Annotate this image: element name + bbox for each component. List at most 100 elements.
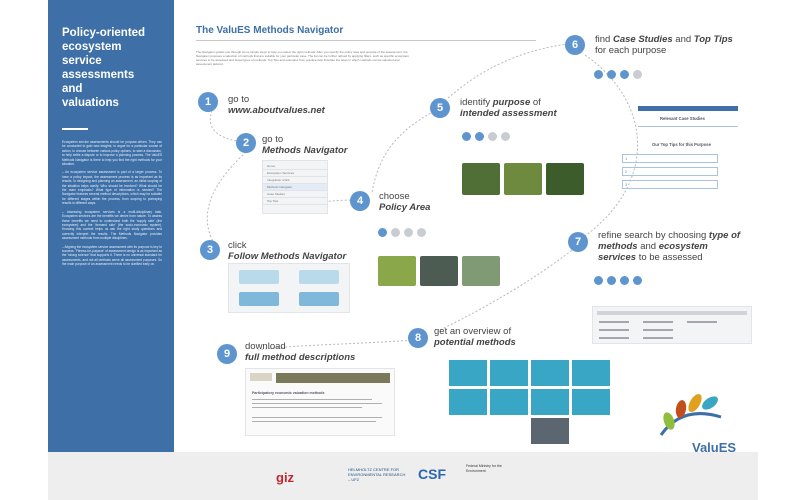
purpose-tile[interactable] xyxy=(504,163,542,195)
method-document-preview[interactable]: Participatory economic valuation methods xyxy=(245,368,395,436)
csf-logo: CSF xyxy=(418,466,446,482)
policy-area-tile[interactable] xyxy=(420,256,458,286)
top-tips-heading: Our Top Tips for this Purpose xyxy=(652,142,711,147)
sidebar-body: Ecosystem service assessments should be … xyxy=(62,140,162,267)
step-6-progress xyxy=(594,70,642,79)
menu-item[interactable]: Integration of ES xyxy=(263,177,327,184)
method-tile[interactable] xyxy=(449,360,487,386)
filter-checkbox[interactable] xyxy=(643,329,673,331)
doc-banner-image xyxy=(276,373,390,383)
step-5-progress xyxy=(462,132,510,141)
method-tile[interactable] xyxy=(572,389,610,415)
progress-dot xyxy=(391,228,400,237)
progress-dot xyxy=(607,276,616,285)
filter-header xyxy=(597,311,747,315)
method-tile[interactable] xyxy=(490,389,528,415)
step-8-number: 8 xyxy=(408,328,428,348)
doc-line xyxy=(252,399,372,400)
browse-methods-button[interactable] xyxy=(299,292,339,306)
method-tile[interactable] xyxy=(531,418,569,444)
purpose-tile[interactable] xyxy=(546,163,584,195)
progress-dot xyxy=(404,228,413,237)
filter-checkbox[interactable] xyxy=(599,337,629,339)
step-1-number: 1 xyxy=(198,92,218,112)
progress-dot xyxy=(620,276,629,285)
nav-option-box[interactable] xyxy=(299,270,339,284)
step-9-label: download full method descriptions xyxy=(245,341,356,363)
doc-heading: Participatory economic valuation methods xyxy=(252,391,325,395)
sidebar: Policy-oriented ecosystem service assess… xyxy=(48,0,174,452)
doc-line xyxy=(252,403,382,404)
step-8-label: get an overview of potential methods xyxy=(434,326,516,348)
step-2-label: go to Methods Navigator xyxy=(262,134,348,156)
navigator-screenshot xyxy=(228,263,350,313)
policy-area-tile[interactable] xyxy=(378,256,416,286)
purpose-tile[interactable] xyxy=(462,163,500,195)
sidebar-paragraph: Ecosystem service assessments should be … xyxy=(62,140,162,167)
step-6-number: 6 xyxy=(565,35,585,55)
menu-item[interactable]: Top Tips xyxy=(263,198,327,205)
progress-dot xyxy=(633,276,642,285)
method-tile[interactable] xyxy=(531,360,569,386)
step-4-label: choose Policy Area xyxy=(379,191,431,213)
step-7-label: refine search by choosing type of method… xyxy=(598,230,741,263)
step-4-progress xyxy=(378,228,426,237)
step-9-number: 9 xyxy=(217,344,237,364)
doc-line xyxy=(252,417,382,418)
step-6-label: find Case Studies and Top Tips for each … xyxy=(595,34,733,56)
title-divider xyxy=(196,40,536,41)
progress-dot xyxy=(501,132,510,141)
filter-checkbox[interactable] xyxy=(687,321,717,323)
progress-dot xyxy=(594,70,603,79)
step-5-number: 5 xyxy=(430,98,450,118)
giz-logo: giz xyxy=(276,470,295,485)
follow-navigator-button[interactable] xyxy=(239,292,279,306)
sidebar-paragraph: – Assessing ecosystem services is a mult… xyxy=(62,209,162,241)
menu-item[interactable]: Ecosystem Services xyxy=(263,170,327,177)
doc-line xyxy=(252,407,362,408)
step-1-label: go to www.aboutvalues.net xyxy=(228,94,325,116)
intro-text: The Navigator guides you through some si… xyxy=(196,50,410,66)
doc-logo xyxy=(250,373,272,381)
menu-item[interactable]: Home xyxy=(263,163,327,170)
step-3-number: 3 xyxy=(200,240,220,260)
progress-dot xyxy=(620,70,629,79)
method-tile[interactable] xyxy=(572,360,610,386)
footer-logos: giz HELMHOLTZ CENTRE FOR ENVIRONMENTAL R… xyxy=(48,452,758,500)
nav-option-box[interactable] xyxy=(239,270,279,284)
step-7-number: 7 xyxy=(568,232,588,252)
step-7-progress xyxy=(594,276,642,285)
filter-checkbox[interactable] xyxy=(643,337,673,339)
menu-item[interactable]: Case Studies xyxy=(263,191,327,198)
policy-area-tile[interactable] xyxy=(462,256,500,286)
doc-line xyxy=(252,421,376,422)
page-title: The ValuES Methods Navigator xyxy=(196,25,344,36)
progress-dot xyxy=(594,276,603,285)
method-tile[interactable] xyxy=(449,389,487,415)
sidebar-paragraph: – Aligning the ecosystem service assessm… xyxy=(62,244,162,267)
progress-dot xyxy=(378,228,387,237)
tip-row[interactable]: 2 xyxy=(622,167,718,176)
tip-row[interactable]: 3 xyxy=(622,180,718,189)
menu-item-methods-navigator[interactable]: Methods Navigator xyxy=(263,184,327,191)
ministry-logo: Federal Ministry for the Environment xyxy=(466,464,502,473)
method-tile[interactable] xyxy=(490,360,528,386)
step-4-number: 4 xyxy=(350,191,370,211)
step-2-number: 2 xyxy=(236,133,256,153)
filter-checkbox[interactable] xyxy=(599,329,629,331)
values-leaf-logo xyxy=(659,393,722,436)
step-1-link[interactable]: www.aboutvalues.net xyxy=(228,105,325,116)
progress-dot xyxy=(475,132,484,141)
progress-dot xyxy=(417,228,426,237)
case-studies-heading[interactable]: Relevant Case Studies xyxy=(660,116,705,121)
tip-row[interactable]: 1 xyxy=(622,154,718,163)
filter-panel xyxy=(592,306,752,344)
filter-checkbox[interactable] xyxy=(643,321,673,323)
filter-checkbox[interactable] xyxy=(599,321,629,323)
sidebar-paragraph: – An ecosystem service assessment is par… xyxy=(62,170,162,206)
step-5-label: identify purpose of intended assessment xyxy=(460,97,557,119)
helmholtz-logo: HELMHOLTZ CENTRE FOR ENVIRONMENTAL RESEA… xyxy=(348,467,406,482)
method-tile[interactable] xyxy=(531,389,569,415)
progress-dot xyxy=(633,70,642,79)
sidebar-divider xyxy=(62,128,88,130)
